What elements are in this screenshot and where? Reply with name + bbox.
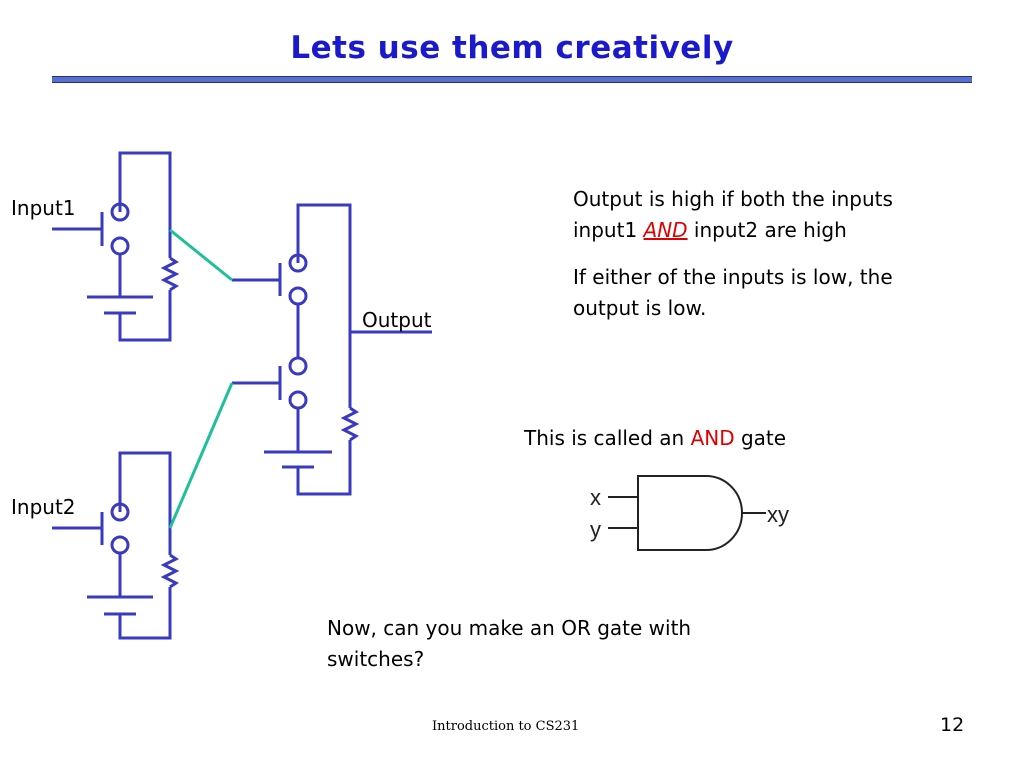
input2-label: Input2 bbox=[11, 495, 76, 519]
description-paragraph-1: Output is high if both the inputs input1… bbox=[573, 184, 893, 246]
gate-input-x: x bbox=[590, 485, 601, 510]
description-paragraph-2: If either of the inputs is low, the outp… bbox=[573, 262, 893, 324]
input1-circuit bbox=[52, 151, 180, 342]
and-gate-symbol bbox=[608, 475, 766, 551]
caption-text: gate bbox=[734, 426, 787, 450]
and-keyword: AND bbox=[690, 426, 735, 450]
description-line: input1 AND input2 are high bbox=[573, 215, 893, 246]
description-text: input2 are high bbox=[687, 218, 847, 242]
description-line: output is low. bbox=[573, 296, 707, 320]
question-line: Now, can you make an OR gate with bbox=[327, 616, 692, 640]
input1-label: Input1 bbox=[11, 196, 76, 220]
question-line: switches? bbox=[327, 647, 425, 671]
description-line: If either of the inputs is low, the bbox=[573, 265, 893, 289]
output-circuit bbox=[232, 203, 432, 496]
title-underline bbox=[52, 76, 972, 83]
output-label: Output bbox=[362, 308, 432, 332]
description-text: input1 bbox=[573, 218, 644, 242]
slide-title: Lets use them creatively bbox=[290, 30, 734, 66]
connector-wires bbox=[168, 228, 234, 529]
footer-course-title: Introduction to CS231 bbox=[432, 719, 580, 734]
input2-circuit bbox=[52, 451, 180, 640]
question-text: Now, can you make an OR gate with switch… bbox=[327, 613, 691, 675]
gate-output-xy: xy bbox=[767, 502, 789, 527]
description-line: Output is high if both the inputs bbox=[573, 187, 893, 211]
and-gate-caption: This is called an AND gate bbox=[524, 423, 786, 454]
caption-text: This is called an bbox=[524, 426, 691, 450]
page-number: 12 bbox=[940, 714, 965, 736]
and-highlight: AND bbox=[643, 218, 688, 242]
gate-input-y: y bbox=[590, 517, 601, 542]
